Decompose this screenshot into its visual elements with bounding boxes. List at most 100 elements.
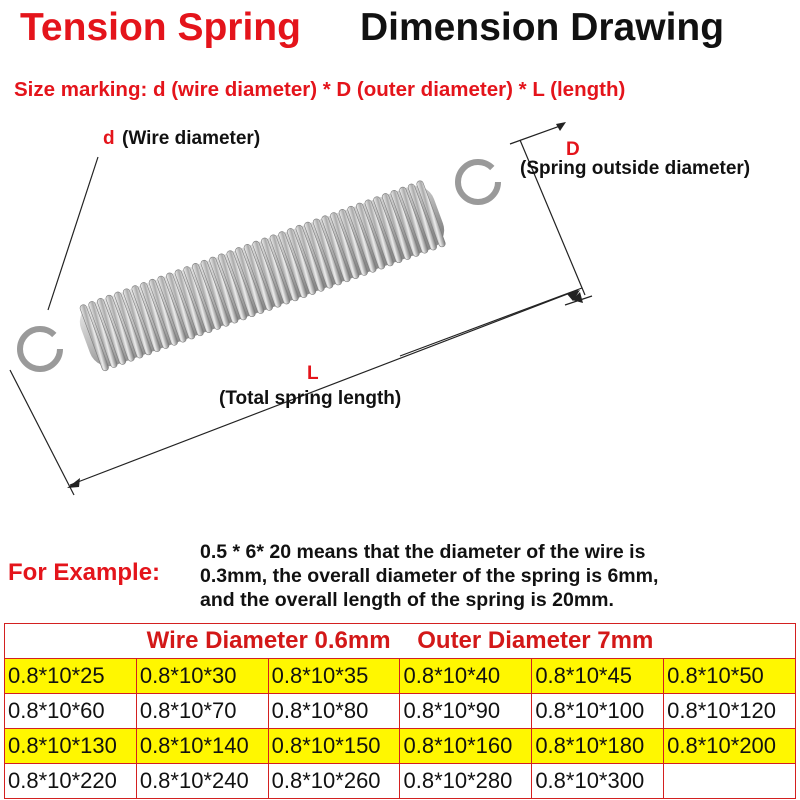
table-header-row: Wire Diameter 0.6mm Outer Diameter 7mm bbox=[4, 623, 796, 659]
table-cell: 0.8*10*300 bbox=[531, 763, 665, 799]
example-line: and the overall length of the spring is … bbox=[200, 589, 614, 611]
coil-turn bbox=[381, 193, 412, 260]
coil-turn bbox=[97, 298, 127, 365]
coil-turn bbox=[209, 256, 239, 324]
coil-turn bbox=[114, 291, 144, 359]
coil-turn bbox=[321, 215, 351, 283]
table-cell: 0.8*10*220 bbox=[4, 763, 137, 799]
coil-turn bbox=[105, 294, 135, 362]
table-cell: 0.8*10*130 bbox=[4, 728, 137, 764]
table-cell: 0.8*10*40 bbox=[399, 658, 533, 694]
spec-table: Wire Diameter 0.6mm Outer Diameter 7mm 0… bbox=[4, 623, 796, 799]
table-cell: 0.8*10*260 bbox=[267, 763, 401, 799]
d-letter: d bbox=[103, 128, 115, 149]
left-hook bbox=[17, 326, 63, 372]
coil-turn bbox=[148, 278, 178, 346]
coil-turn bbox=[88, 301, 118, 368]
table-header: Wire Diameter 0.6mm Outer Diameter 7mm bbox=[4, 623, 796, 659]
right-hook bbox=[455, 159, 501, 205]
coil-turn bbox=[252, 240, 282, 308]
table-cell: 0.8*10*60 bbox=[4, 693, 137, 729]
coil-turn bbox=[338, 209, 368, 276]
spring-body bbox=[79, 180, 446, 372]
table-cell: 0.8*10*140 bbox=[135, 728, 269, 764]
table-cell: 0.8*10*70 bbox=[135, 693, 269, 729]
L-letter: L bbox=[307, 363, 319, 384]
coil-turn bbox=[243, 243, 273, 311]
table-row: 0.8*10*25 0.8*10*30 0.8*10*35 0.8*10*40 … bbox=[4, 658, 796, 694]
table-cell: 0.8*10*25 bbox=[4, 658, 137, 694]
title-main: Dimension Drawing bbox=[360, 6, 725, 49]
coil-turn bbox=[226, 250, 256, 318]
D-description: (Spring outside diameter) bbox=[520, 158, 751, 179]
coil-turn bbox=[364, 199, 394, 267]
coil-turn bbox=[304, 221, 334, 289]
table-cell: 0.8*10*280 bbox=[399, 763, 533, 799]
L-description: (Total spring length) bbox=[219, 388, 402, 409]
d-description: (Wire diameter) bbox=[122, 128, 261, 149]
wire-diameter-header: Wire Diameter 0.6mm bbox=[146, 627, 391, 654]
table-cell: 0.8*10*45 bbox=[531, 658, 665, 694]
coil-turn bbox=[140, 282, 170, 349]
table-cell: 0.8*10*200 bbox=[663, 728, 796, 764]
coil-turn bbox=[217, 253, 247, 321]
coil-turn bbox=[131, 285, 161, 352]
table-row: 0.8*10*60 0.8*10*70 0.8*10*80 0.8*10*90 … bbox=[4, 693, 796, 729]
coil-turn bbox=[312, 218, 342, 286]
L-ext-right bbox=[399, 287, 583, 357]
table-row: 0.8*10*220 0.8*10*240 0.8*10*260 0.8*10*… bbox=[4, 763, 796, 799]
spring-core bbox=[79, 185, 445, 367]
coil-turn bbox=[269, 234, 299, 302]
table-cell: 0.8*10*30 bbox=[135, 658, 269, 694]
coil-turn bbox=[330, 212, 360, 279]
D-dim-line bbox=[519, 139, 586, 296]
table-cell: 0.8*10*180 bbox=[531, 728, 665, 764]
example-label: For Example: bbox=[8, 559, 161, 586]
coil-turn bbox=[166, 272, 196, 340]
coil-turn bbox=[235, 247, 265, 314]
L-arrow-left bbox=[67, 478, 80, 488]
coil-turn bbox=[183, 266, 213, 333]
coil-turn bbox=[122, 288, 153, 356]
coil-turn bbox=[295, 224, 325, 292]
table-row: 0.8*10*130 0.8*10*140 0.8*10*150 0.8*10*… bbox=[4, 728, 796, 764]
table-cell: 0.8*10*80 bbox=[267, 693, 401, 729]
coil-turn bbox=[390, 189, 420, 257]
table-cell: 0.8*10*240 bbox=[135, 763, 269, 799]
coil-turn bbox=[261, 237, 291, 305]
table-cell: 0.8*10*35 bbox=[267, 658, 401, 694]
coil-turn bbox=[407, 183, 437, 251]
coil-turn bbox=[157, 275, 187, 343]
outer-diameter-header: Outer Diameter 7mm bbox=[417, 627, 654, 654]
coil-turn bbox=[79, 304, 109, 372]
table-cell: 0.8*10*150 bbox=[267, 728, 401, 764]
table-cell: 0.8*10*120 bbox=[663, 693, 796, 729]
D-arrow-top bbox=[556, 122, 566, 131]
coil-turn bbox=[399, 186, 429, 254]
table-cell-empty bbox=[663, 763, 796, 799]
example-line: 0.3mm, the overall diameter of the sprin… bbox=[200, 565, 659, 587]
title-highlight: Tension Spring bbox=[20, 6, 301, 49]
table-cell: 0.8*10*50 bbox=[663, 658, 796, 694]
spring-diagram bbox=[9, 122, 593, 496]
coil-turn bbox=[356, 202, 386, 270]
coil-turn bbox=[278, 231, 308, 298]
coil-turn bbox=[347, 205, 377, 273]
L-dim-line bbox=[69, 289, 579, 486]
D-ext-top bbox=[509, 125, 561, 145]
coil-turn bbox=[200, 259, 230, 327]
coil-turn bbox=[373, 196, 403, 264]
coil-turn bbox=[191, 263, 222, 330]
example-line: 0.5 * 6* 20 means that the diameter of t… bbox=[200, 541, 646, 563]
coil-turn bbox=[416, 180, 446, 248]
D-arrow-bottom bbox=[572, 292, 583, 303]
coil-turn bbox=[286, 228, 317, 295]
L-ext-left bbox=[9, 369, 75, 496]
D-letter: D bbox=[566, 139, 580, 160]
example-text: 0.5 * 6* 20 means that the diameter of t… bbox=[200, 540, 658, 612]
table-cell: 0.8*10*100 bbox=[531, 693, 665, 729]
spring-coils bbox=[79, 180, 446, 372]
size-marking-note: Size marking: d (wire diameter) * D (out… bbox=[14, 78, 626, 101]
L-arrow-right bbox=[567, 290, 580, 301]
d-leader-line bbox=[47, 156, 99, 311]
